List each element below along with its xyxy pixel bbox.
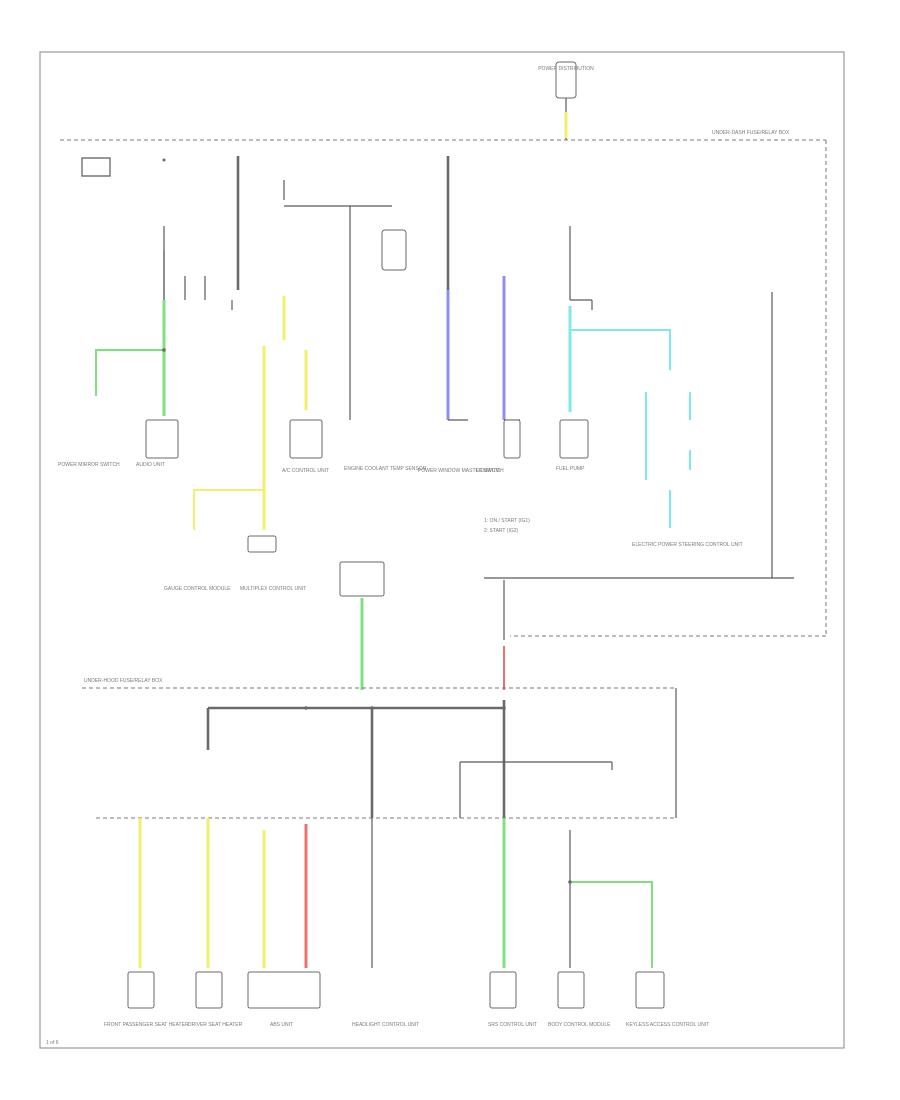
- component-b5: [557, 971, 585, 1009]
- legend-2: 2: START (IG2): [484, 528, 519, 534]
- comp-b-label-1: FRONT PASSENGER SEAT HEATER: [104, 1022, 189, 1028]
- top-relay-label: POWER DISTRIBUTION: [538, 66, 594, 72]
- comp-label-8: ELECTRIC POWER STEERING CONTROL UNIT: [632, 542, 743, 548]
- component-3: [503, 419, 521, 459]
- component-b1: [127, 971, 155, 1009]
- comp-label-5: ECM/PCM: [476, 468, 500, 474]
- right-block-label: UNDER-DASH FUSE/RELAY BOX: [712, 130, 790, 136]
- component-4: [559, 419, 589, 459]
- comp-b-label-7: KEYLESS ACCESS CONTROL UNIT: [626, 1022, 709, 1028]
- legend-1: 1: ON / START (IG1): [484, 518, 530, 524]
- component-b6: [635, 971, 665, 1009]
- comp-b-label-2: DRIVER SEAT HEATER: [188, 1022, 243, 1028]
- comp-label-2: AUDIO UNIT: [136, 462, 165, 468]
- comp-label-1: POWER MIRROR SWITCH: [58, 462, 120, 468]
- comp-label-9: FUEL PUMP: [556, 466, 585, 472]
- component-1: [145, 419, 179, 459]
- comp-label-7: MULTIPLEX CONTROL UNIT: [240, 586, 306, 592]
- comp-b-label-5: SRS CONTROL UNIT: [488, 1022, 537, 1028]
- comp-label-10: ENGINE COOLANT TEMP SENSOR: [344, 466, 427, 472]
- component-b3: [247, 971, 321, 1009]
- top-relay: POWER DISTRIBUTION: [538, 61, 594, 99]
- component-2: [289, 419, 323, 459]
- component-5: [247, 535, 277, 553]
- page-ref: 1 of 6: [46, 1040, 59, 1046]
- comp-b-label-6: BODY CONTROL MODULE: [548, 1022, 611, 1028]
- component-b2: [195, 971, 223, 1009]
- diagram-frame: [39, 51, 845, 1049]
- comp-label-6: GAUGE CONTROL MODULE: [164, 586, 231, 592]
- component-b4: [489, 971, 517, 1009]
- comp-label-3: A/C CONTROL UNIT: [282, 468, 329, 474]
- comp-b-label-4: HEADLIGHT CONTROL UNIT: [352, 1022, 419, 1028]
- comp-b-label-3: ABS UNIT: [270, 1022, 293, 1028]
- left-block-label: UNDER-HOOD FUSE/RELAY BOX: [84, 678, 163, 684]
- comp-label-4: POWER WINDOW MASTER SWITCH: [418, 468, 504, 474]
